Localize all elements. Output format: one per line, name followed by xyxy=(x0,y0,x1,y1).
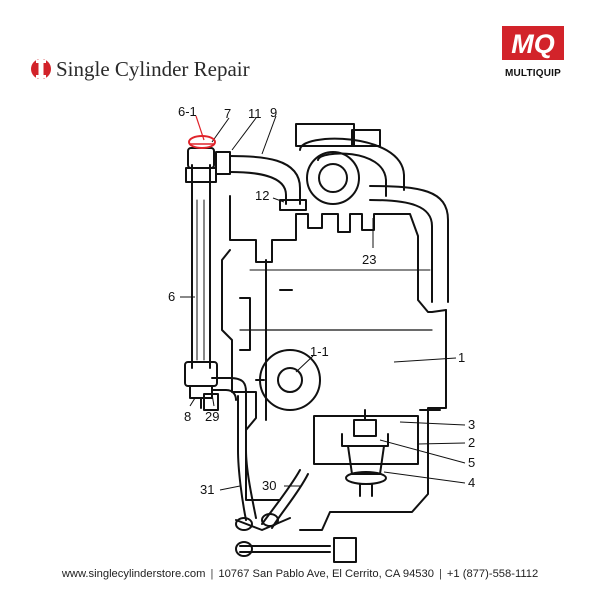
callout-1-1[interactable]: 1-1 xyxy=(310,344,329,359)
footer: www.singlecylinderstore.com | 10767 San Pa… xyxy=(0,568,600,580)
single-cylinder-logo-icon xyxy=(31,58,51,80)
part-6-1-highlight[interactable] xyxy=(188,135,216,149)
callout-7[interactable]: 7 xyxy=(224,106,231,121)
callout-23[interactable]: 23 xyxy=(362,252,376,267)
callout-12[interactable]: 12 xyxy=(255,188,269,203)
website-link[interactable]: www.singlecylinderstore.com xyxy=(61,568,206,580)
callout-6-1[interactable]: 6-1 xyxy=(178,104,197,119)
store-address: 10767 San Pablo Ave, El Cerrito, CA 9453… xyxy=(218,568,434,580)
callout-30[interactable]: 30 xyxy=(262,478,276,493)
mq-logo-icon: MQ xyxy=(502,26,564,60)
callout-5[interactable]: 5 xyxy=(468,455,475,470)
page-title: Single Cylinder Repair xyxy=(56,56,250,81)
brand-name: MULTIQUIP xyxy=(504,68,562,79)
callout-1[interactable]: 1 xyxy=(458,350,465,365)
footer-separator: | xyxy=(210,568,214,580)
footer-separator: | xyxy=(438,568,442,580)
callout-3[interactable]: 3 xyxy=(468,417,475,432)
callout-11[interactable]: 11 xyxy=(248,106,262,121)
callout-6[interactable]: 6 xyxy=(168,289,175,304)
callout-2[interactable]: 2 xyxy=(468,435,475,450)
multiquip-logo[interactable]: MQ MULTIQUIP xyxy=(494,24,572,79)
callout-9[interactable]: 9 xyxy=(270,105,277,120)
brand: Single Cylinder Repair xyxy=(30,54,250,84)
callout-29[interactable]: 29 xyxy=(205,409,219,424)
phone-link[interactable]: +1 (877)-558-1112 xyxy=(446,568,539,580)
callout-4[interactable]: 4 xyxy=(468,475,475,490)
callout-31[interactable]: 31 xyxy=(200,482,214,497)
callout-8[interactable]: 8 xyxy=(184,409,191,424)
logo-mark: MQ xyxy=(511,29,555,59)
